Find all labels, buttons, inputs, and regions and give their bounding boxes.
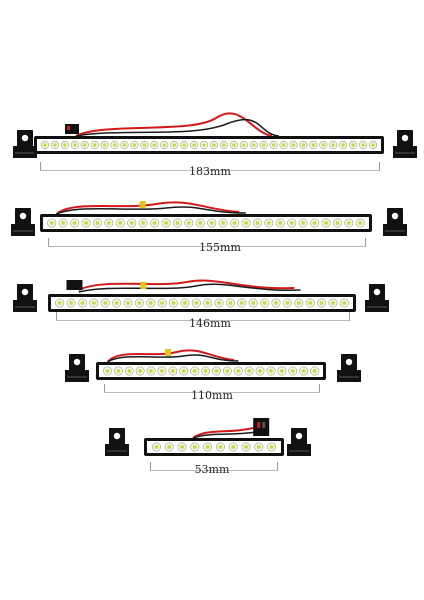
mount-bracket-right-2 bbox=[382, 208, 408, 238]
bracket-shape bbox=[383, 208, 407, 236]
light-bar-shape bbox=[144, 418, 284, 456]
bracket-shape bbox=[337, 354, 361, 382]
bracket-shape bbox=[287, 428, 311, 456]
light-bar-3 bbox=[48, 272, 356, 318]
bracket-shape bbox=[393, 130, 417, 158]
dimension-label-2: 155mm bbox=[199, 241, 241, 254]
light-bar-shape bbox=[48, 279, 356, 312]
bracket-shape bbox=[365, 284, 389, 312]
light-bar-4 bbox=[96, 346, 326, 386]
dimension-label-5: 53mm bbox=[194, 463, 230, 476]
dimension-line-3 bbox=[56, 312, 350, 321]
mount-bracket-left-4 bbox=[64, 354, 90, 384]
mount-bracket-left-5 bbox=[104, 428, 130, 458]
mount-bracket-left-3 bbox=[12, 284, 38, 314]
dimension-line-1 bbox=[40, 162, 380, 171]
bracket-shape bbox=[65, 354, 89, 382]
bracket-shape bbox=[13, 130, 37, 158]
dimension-line-4 bbox=[104, 384, 320, 393]
light-bar-1 bbox=[34, 112, 384, 160]
light-bar-shape bbox=[96, 349, 326, 380]
light-bar-2 bbox=[40, 198, 372, 238]
bracket-shape bbox=[13, 284, 37, 312]
mount-bracket-left-1 bbox=[12, 130, 38, 160]
light-bar-5 bbox=[144, 418, 284, 462]
bracket-shape bbox=[11, 208, 35, 236]
bracket-shape bbox=[105, 428, 129, 456]
dimension-line-2 bbox=[48, 238, 366, 247]
mount-bracket-right-5 bbox=[286, 428, 312, 458]
dimension-label-3: 146mm bbox=[189, 317, 231, 330]
mount-bracket-right-3 bbox=[364, 284, 390, 314]
dimension-label-1: 183mm bbox=[189, 165, 231, 178]
dimension-label-4: 110mm bbox=[191, 389, 233, 402]
mount-bracket-right-4 bbox=[336, 354, 362, 384]
light-bar-shape bbox=[40, 201, 372, 232]
mount-bracket-left-2 bbox=[10, 208, 36, 238]
mount-bracket-right-1 bbox=[392, 130, 418, 160]
light-bar-shape bbox=[34, 112, 384, 154]
dimension-line-5 bbox=[150, 462, 278, 471]
